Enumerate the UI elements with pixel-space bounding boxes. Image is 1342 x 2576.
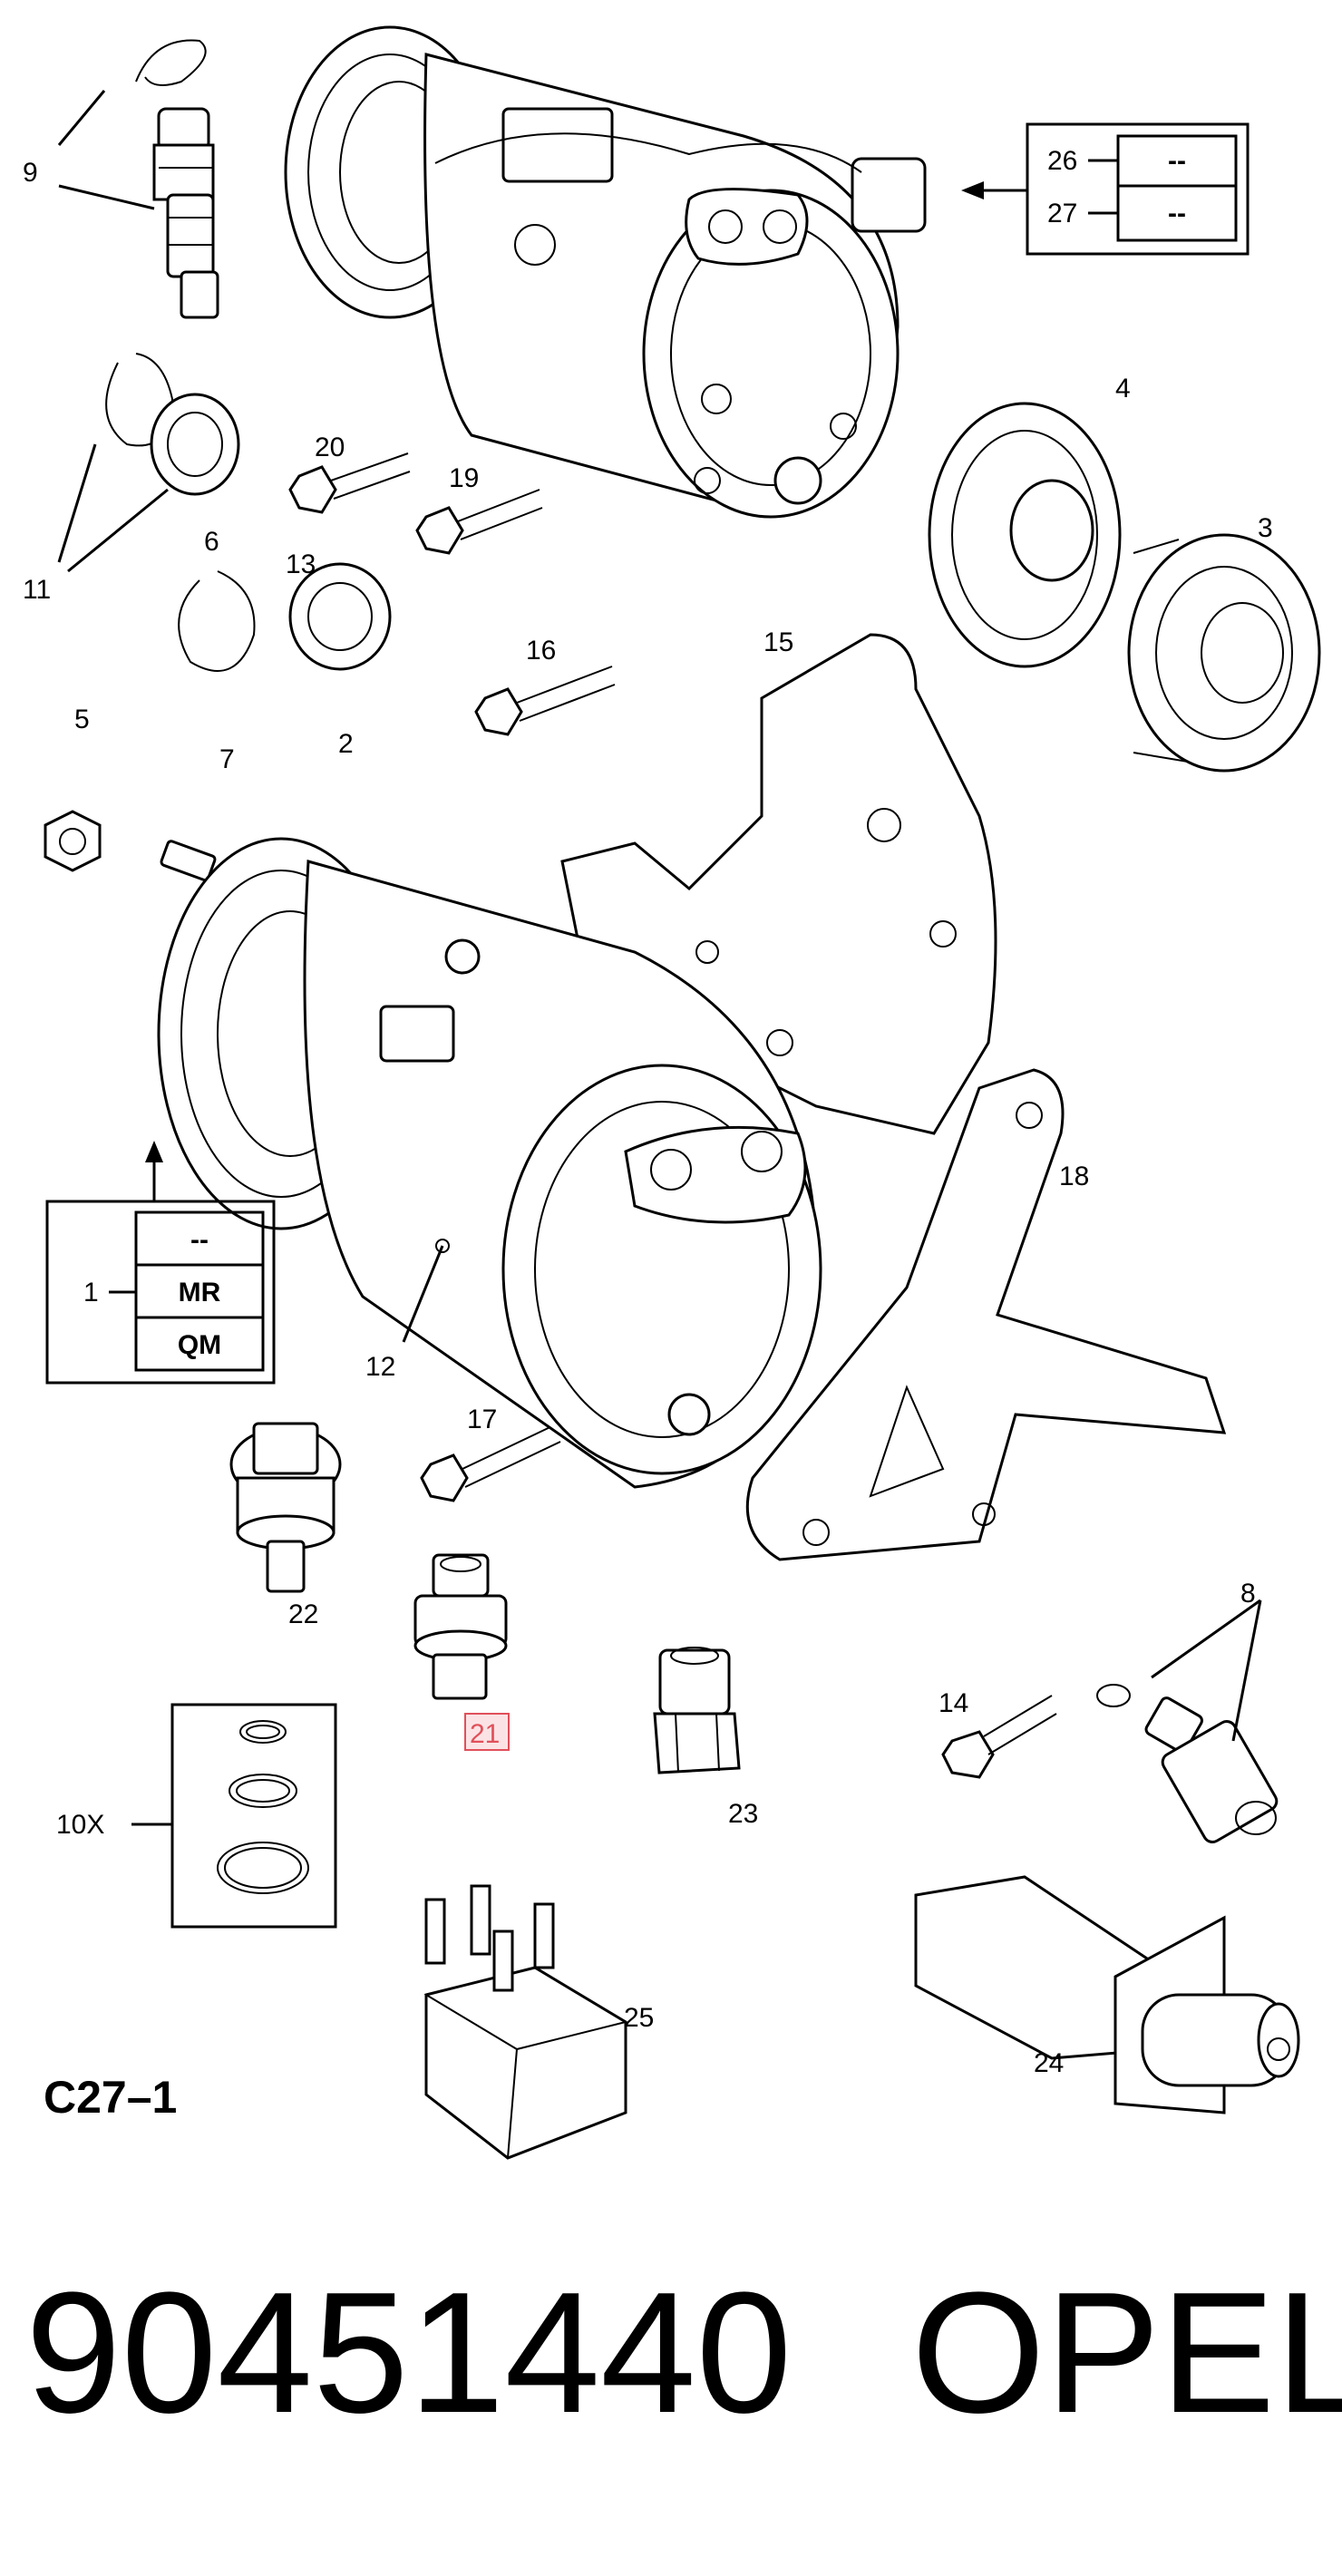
variant-table-left: -- MR QM 1 <box>45 1141 276 1385</box>
callout-27: 27 <box>1047 199 1077 228</box>
callout-15: 15 <box>763 627 793 657</box>
pressure-switch-22-drawing <box>229 1422 342 1593</box>
seal-rings-drawing <box>105 353 392 672</box>
callout-7: 7 <box>219 744 235 774</box>
relay-drawing <box>423 1884 628 2160</box>
callout-24: 24 <box>1034 2048 1064 2078</box>
sensor-8-drawing <box>1096 1684 1279 1843</box>
callout-20: 20 <box>315 433 345 462</box>
callout-1: 1 <box>83 1278 99 1307</box>
callout-22: 22 <box>288 1599 318 1629</box>
brand-name: OPEL <box>911 2257 1342 2449</box>
bolts-drawing <box>288 452 1057 1779</box>
table-top-row1-value: -- <box>1168 146 1186 176</box>
callout-25: 25 <box>624 2003 654 2033</box>
table-left-row3-value: QM <box>178 1330 221 1360</box>
leader-lines <box>57 90 1262 1742</box>
callout-5: 5 <box>74 705 90 734</box>
lower-compressor-drawing <box>157 837 822 1489</box>
figure-code: C27–1 <box>44 2072 177 2123</box>
table-left-row1-value: -- <box>190 1225 209 1255</box>
highlight-box-21 <box>464 1713 510 1751</box>
support-bracket-drawing <box>745 1068 1227 1561</box>
callout-12: 12 <box>365 1352 395 1382</box>
variant-table-top: -- -- 26 27 <box>961 122 1250 256</box>
callout-10x: 10X <box>56 1810 104 1840</box>
callout-16: 16 <box>526 636 556 666</box>
callout-11: 11 <box>23 575 51 605</box>
callout-26: 26 <box>1047 146 1077 176</box>
o-ring-kit-drawing <box>131 1703 337 1929</box>
pressure-switch-21-drawing <box>413 1553 508 1700</box>
upper-compressor-drawing <box>284 25 927 519</box>
callout-9: 9 <box>23 158 38 188</box>
callout-labels: 9 11 6 13 20 19 16 4 3 15 5 7 2 18 12 17… <box>23 158 1273 2078</box>
callout-8: 8 <box>1240 1579 1256 1609</box>
table-top-row2-value: -- <box>1168 199 1186 228</box>
control-valve-drawing <box>135 39 219 319</box>
callout-2: 2 <box>338 729 354 759</box>
callout-17: 17 <box>467 1405 497 1434</box>
callout-13: 13 <box>286 549 316 579</box>
part-number: 90451440 <box>25 2257 792 2449</box>
callout-6: 6 <box>204 527 219 557</box>
table-left-row2-value: MR <box>179 1278 221 1307</box>
callout-18: 18 <box>1059 1162 1089 1191</box>
callout-14: 14 <box>938 1688 968 1718</box>
clutch-and-pulley-drawing <box>928 402 1321 773</box>
receiver-drier-drawing <box>914 1875 1300 2114</box>
callout-4: 4 <box>1115 374 1131 403</box>
nut-and-key-drawing <box>44 810 217 882</box>
callout-21: 21 <box>470 1719 500 1749</box>
callout-3: 3 <box>1258 513 1273 543</box>
callout-19: 19 <box>449 463 479 493</box>
callout-23: 23 <box>728 1799 758 1829</box>
adapter-23-drawing <box>653 1647 741 1774</box>
